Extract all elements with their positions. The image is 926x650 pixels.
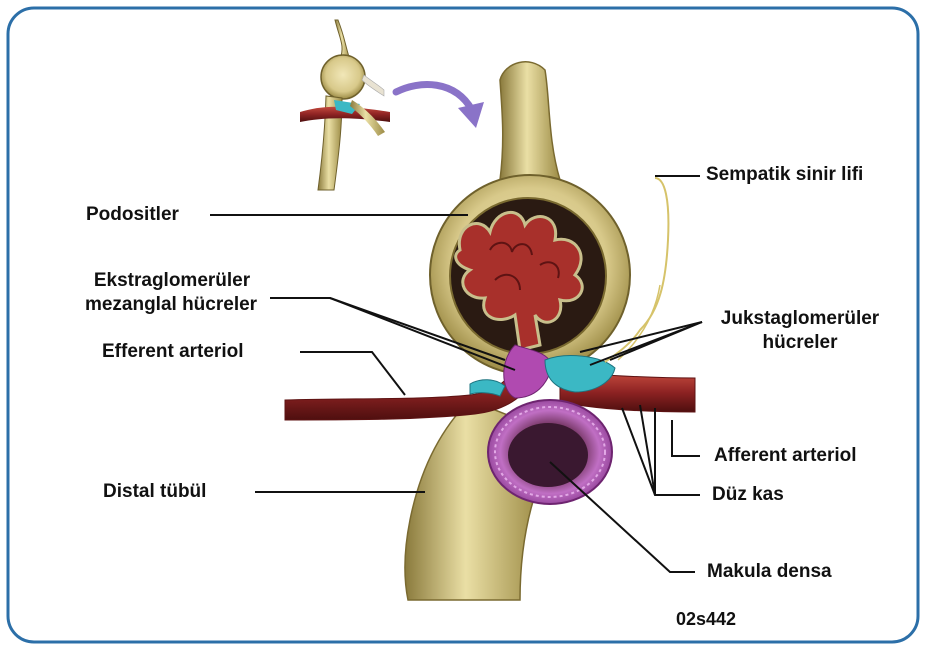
label-figure-code: 02s442: [676, 608, 736, 630]
label-distal-tubul: Distal tübül: [103, 481, 206, 503]
label-jukstaglomeruler-line2: hücreler: [700, 332, 900, 354]
label-podositler: Podositler: [86, 204, 179, 226]
label-sempatik-sinir-lifi: Sempatik sinir lifi: [706, 164, 863, 186]
label-ekstraglomeruler-line1: Ekstraglomerüler: [72, 270, 272, 292]
label-efferent-arteriol: Efferent arteriol: [102, 341, 243, 363]
label-ekstraglomeruler-line2: mezanglal hücreler: [66, 294, 276, 316]
label-duz-kas: Düz kas: [712, 484, 784, 506]
macula-densa: [488, 400, 612, 504]
label-afferent-arteriol: Afferent arteriol: [714, 445, 857, 467]
label-makula-densa: Makula densa: [707, 561, 832, 583]
label-jukstaglomeruler-line1: Jukstaglomerüler: [700, 308, 900, 330]
